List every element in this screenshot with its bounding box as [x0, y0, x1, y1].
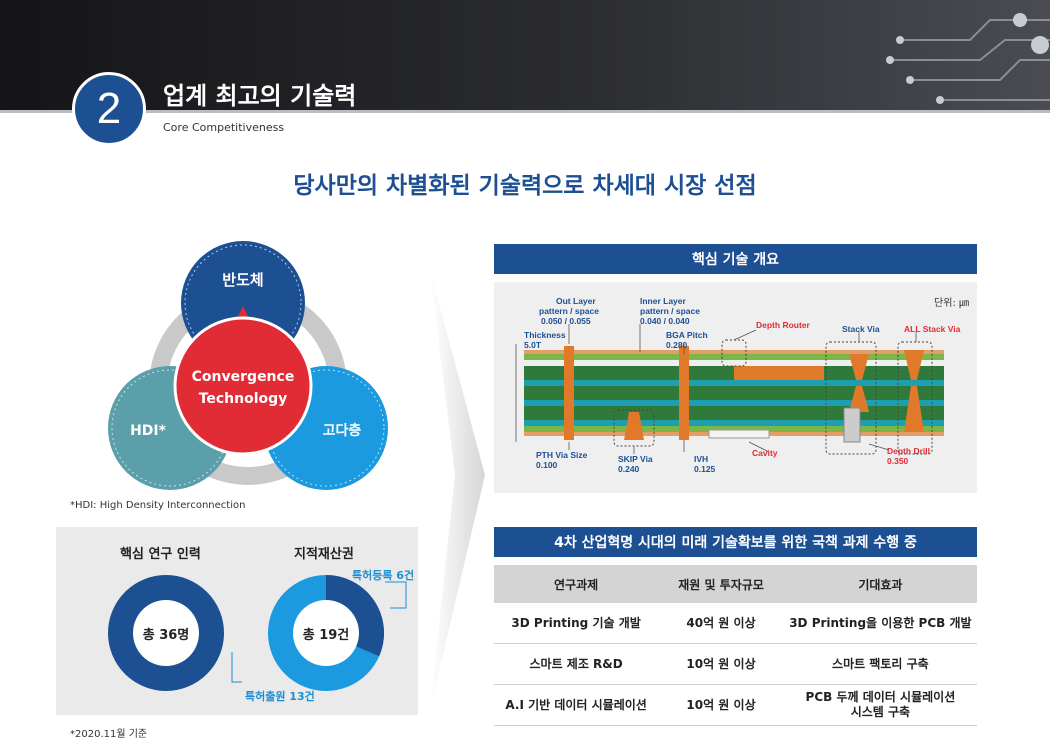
stack-via-label: Stack Via: [842, 324, 880, 334]
project-effect: PCB 두께 데이터 시뮬레이션 시스템 구축: [783, 684, 977, 726]
depth-drill-value: 0.350: [887, 456, 909, 466]
researchers-title: 핵심 연구 인력: [120, 547, 201, 562]
inner-layer-value: 0.040 / 0.040: [640, 316, 690, 326]
table-row: A.I 기반 데이터 시뮬레이션 10억 원 이상 PCB 두께 데이터 시뮬레…: [494, 684, 977, 726]
cavity-label: Cavity: [752, 448, 778, 458]
pcb-cross-section: 단위: ㎛: [494, 282, 977, 493]
hdi-footnote: *HDI: High Density Interconnection: [70, 500, 246, 511]
pth-label: PTH Via Size: [536, 450, 588, 460]
circuit-decoration-icon: [886, 13, 1050, 104]
section-number-badge: 2: [72, 72, 146, 146]
project-budget: 10억 원 이상: [658, 684, 784, 726]
table-row: 3D Printing 기술 개발 40억 원 이상 3D Printing을 …: [494, 603, 977, 644]
ip-registered-arc: [325, 575, 384, 657]
column-header: 연구과제: [494, 565, 659, 603]
projects-table-wrapper: 연구과제 재원 및 투자규모 기대효과 3D Printing 기술 개발 40…: [494, 565, 977, 726]
header-bar: [0, 0, 1050, 112]
depth-drill-label: Depth Drill: [887, 446, 930, 456]
researchers-total: 총 36명: [133, 600, 199, 666]
inner-layer-label-2: pattern / space: [640, 306, 700, 316]
header-divider: [0, 110, 1050, 113]
ip-total: 총 19건: [293, 600, 359, 666]
venn-center-circle: [173, 316, 313, 456]
inner-layer-label: Inner Layer: [640, 296, 687, 306]
convergence-diagram: 반도체 HDI* 고다층 Convergence Technology: [108, 241, 388, 490]
ip-annotation-lines: [231, 581, 407, 683]
venn-center-line2: Technology: [199, 391, 288, 407]
venn-center-line1: Convergence: [192, 369, 295, 385]
project-budget: 40억 원 이상: [658, 603, 784, 644]
bga-value: 0.280: [666, 340, 688, 350]
projects-table: 연구과제 재원 및 투자규모 기대효과 3D Printing 기술 개발 40…: [494, 565, 977, 726]
venn-label-hdi: HDI*: [130, 423, 167, 439]
project-name: 스마트 제조 R&D: [494, 643, 659, 685]
tech-overview-title: 핵심 기술 개요: [494, 244, 977, 274]
venn-label-semiconductor: 반도체: [222, 271, 263, 289]
project-effect: 3D Printing을 이용한 PCB 개발: [783, 603, 977, 644]
section-title: 업계 최고의 기술력: [163, 82, 357, 110]
ivh-value: 0.125: [694, 464, 716, 474]
project-name: A.I 기반 데이터 시뮬레이션: [494, 684, 659, 726]
project-name: 3D Printing 기술 개발: [494, 603, 659, 644]
column-header: 재원 및 투자규모: [658, 565, 784, 603]
ip-applied-label: 특허출원 13건: [245, 690, 315, 703]
skip-via-label: SKIP Via: [618, 454, 653, 464]
unit-label: 단위: ㎛: [934, 298, 969, 309]
out-layer-label-2: pattern / space: [539, 306, 599, 316]
out-layer-label: Out Layer: [556, 296, 596, 306]
section-subtitle: Core Competitiveness: [163, 121, 285, 134]
project-effect: 스마트 팩토리 구축: [783, 643, 977, 685]
pcb-diagram: Out Layer pattern / space 0.050 / 0.055 …: [515, 296, 961, 474]
researchers-donut: [108, 575, 224, 691]
chevron-right-icon: [430, 270, 485, 710]
ip-donut: [268, 575, 384, 691]
thickness-label: Thickness: [524, 330, 566, 340]
date-footnote: *2020.11월 기준: [70, 729, 148, 740]
thickness-value: 5.0T: [524, 340, 542, 350]
all-stack-via-label: ALL Stack Via: [904, 324, 961, 334]
ip-title: 지적재산권: [294, 547, 354, 562]
column-header: 기대효과: [783, 565, 977, 603]
project-budget: 10억 원 이상: [658, 643, 784, 685]
projects-title: 4차 산업혁명 시대의 미래 기술확보를 위한 국책 과제 수행 중: [494, 527, 977, 557]
out-layer-value: 0.050 / 0.055: [541, 316, 591, 326]
table-row: 스마트 제조 R&D 10억 원 이상 스마트 팩토리 구축: [494, 643, 977, 685]
ip-registered-label: 특허등록 6건: [352, 569, 415, 582]
skip-via-value: 0.240: [618, 464, 640, 474]
ivh-label: IVH: [694, 454, 708, 464]
pth-value: 0.100: [536, 460, 558, 470]
depth-router-label: Depth Router: [756, 320, 811, 330]
page-headline: 당사만의 차별화된 기술력으로 차세대 시장 선점: [293, 173, 757, 199]
bga-label: BGA Pitch: [666, 330, 708, 340]
venn-label-multilayer: 고다층: [323, 423, 362, 439]
